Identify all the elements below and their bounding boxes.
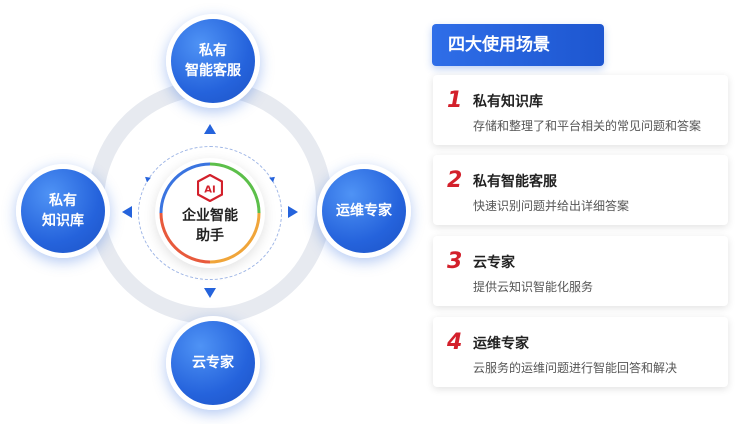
center-hub: AI 企业智能 助手 xyxy=(155,158,265,268)
arrow-left-icon xyxy=(122,206,132,218)
arrow-right-icon xyxy=(288,206,298,218)
scenario-number: 2 xyxy=(447,168,463,193)
node-cloud-expert: 云专家 xyxy=(166,316,260,410)
scenario-desc: 提供云知识智能化服务 xyxy=(473,280,594,294)
node-private-smart-service: 私有 智能客服 xyxy=(166,14,260,108)
scenario-number: 3 xyxy=(447,249,463,274)
scenario-card: 2 私有智能客服 快速识别问题并给出详细答案 xyxy=(433,155,728,225)
scenario-title: 私有知识库 xyxy=(473,94,543,110)
scenario-card: 1 私有知识库 存储和整理了和平台相关的常见问题和答案 xyxy=(433,75,728,145)
scenario-desc: 云服务的运维问题进行智能回答和解决 xyxy=(473,361,678,375)
node-private-knowledge-base: 私有 知识库 xyxy=(16,164,110,258)
scenario-diagram: AI 企业智能 助手 私有 智能客服 私有 知识库 运维专家 云专家 xyxy=(16,14,411,410)
ai-badge-icon: AI xyxy=(197,174,223,202)
node-ops-expert: 运维专家 xyxy=(317,164,411,258)
scenario-desc: 快速识别问题并给出详细答案 xyxy=(473,199,630,213)
inner-dashed-orbit xyxy=(138,146,282,280)
svg-text:AI: AI xyxy=(204,185,215,196)
scenario-card: 4 运维专家 云服务的运维问题进行智能回答和解决 xyxy=(433,317,728,387)
gradient-ring-icon xyxy=(159,162,261,264)
scenario-title: 私有智能客服 xyxy=(473,174,557,190)
panel-title: 四大使用场景 xyxy=(432,24,604,66)
arrow-down-icon xyxy=(204,288,216,298)
arrow-up-icon xyxy=(204,124,216,134)
scenario-desc: 存储和整理了和平台相关的常见问题和答案 xyxy=(473,119,702,133)
scenario-title: 云专家 xyxy=(473,255,515,271)
scenario-card: 3 云专家 提供云知识智能化服务 xyxy=(433,236,728,306)
scenario-title: 运维专家 xyxy=(473,336,529,352)
center-hub-label: 企业智能 助手 xyxy=(182,208,238,244)
scenario-number: 4 xyxy=(447,330,463,355)
scenario-number: 1 xyxy=(447,88,463,113)
